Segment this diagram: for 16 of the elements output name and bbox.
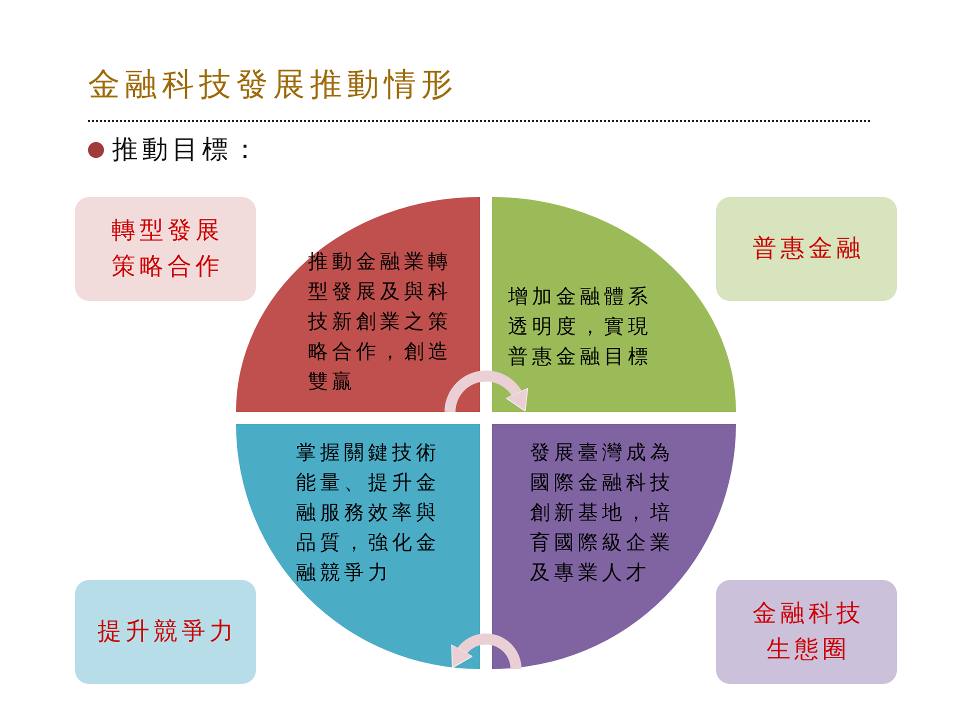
curved-arrow (451, 634, 522, 672)
quadrant-text: 掌握關鍵技術能量、提升金融服務效率與品質，強化金融競爭力 (296, 441, 441, 586)
category-card (716, 580, 897, 684)
category-card (716, 197, 897, 301)
quadrant-text: 增加金融體系透明度，實現普惠金融目標 (508, 285, 653, 370)
category-card (75, 197, 256, 301)
category-card (75, 580, 256, 684)
section-heading: 推動目標： (112, 134, 262, 166)
quadrant-text: 發展臺灣成為國際金融科技創新基地，培育國際級企業及專業人才 (530, 441, 675, 586)
card-label: 提升競爭力 (96, 618, 238, 647)
curved-arrow (444, 370, 528, 414)
quadrant-text: 推動金融業轉型發展及與科技新創業之策略合作，創造雙贏 (308, 250, 453, 395)
slide-title: 金融科技發展推動情形 (88, 65, 458, 104)
card-label: 普惠金融 (752, 234, 866, 264)
card-label: 金融科技生態圈 (752, 600, 866, 665)
card-label: 轉型發展策略合作 (110, 217, 224, 282)
